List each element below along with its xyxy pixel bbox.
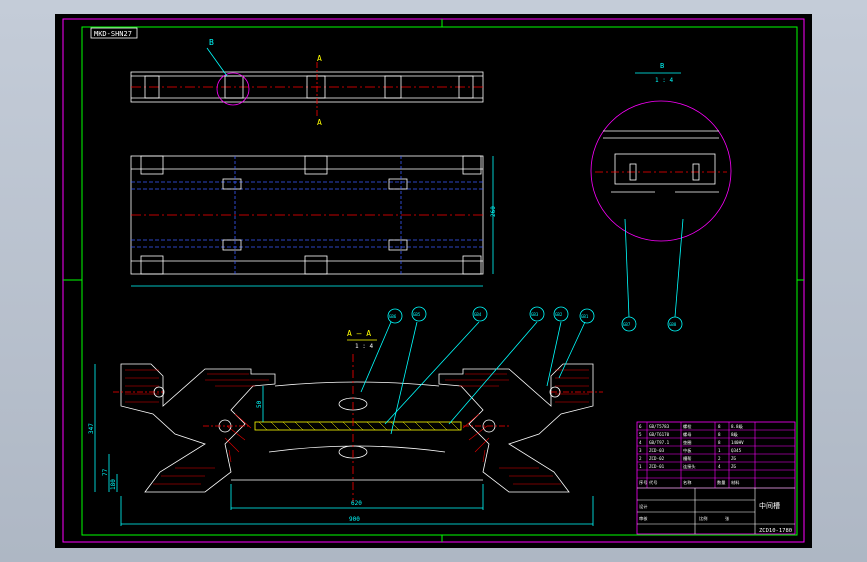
detail-b-label: B 1 : 4 [635, 62, 681, 84]
svg-text:8.8级: 8.8级 [731, 423, 744, 430]
svg-text:2: 2 [639, 456, 642, 461]
svg-text:GB1: GB1 [581, 314, 589, 319]
svg-text:1 : 4: 1 : 4 [355, 343, 373, 350]
balloon-3[interactable]: GB4 [472, 306, 488, 322]
svg-text:槽帮: 槽帮 [683, 455, 691, 462]
svg-text:4: 4 [718, 464, 721, 469]
balloon-4[interactable]: GB3 [529, 306, 545, 322]
balloon-7[interactable]: GB7 [621, 316, 637, 332]
section-a-marker-top: A [317, 54, 322, 63]
svg-text:张: 张 [725, 515, 730, 522]
balloon-6[interactable]: GB1 [579, 308, 595, 324]
zone-ticks [63, 19, 804, 542]
svg-text:垫圈: 垫圈 [683, 439, 691, 446]
svg-text:GB6: GB6 [389, 314, 397, 319]
svg-text:ZCD-01: ZCD-01 [649, 464, 665, 469]
balloon-5[interactable]: GB2 [553, 306, 569, 322]
dim-main-width: 900 [349, 516, 360, 523]
sheet-inner-border [81, 26, 798, 536]
view-b-marker: B [209, 38, 214, 47]
svg-text:140HV: 140HV [731, 440, 744, 445]
view-b-leader [206, 47, 228, 77]
svg-text:8: 8 [718, 424, 721, 429]
svg-text:GB/T6170: GB/T6170 [649, 432, 670, 437]
detail-b-view [590, 100, 732, 242]
svg-text:设计: 设计 [639, 503, 647, 510]
svg-text:8级: 8级 [731, 431, 739, 438]
drawing-number: ZCD10-1780 [759, 528, 792, 534]
plan-view [130, 155, 494, 287]
svg-text:GB7: GB7 [623, 322, 631, 327]
title-stamp: MKD-SHN27 [90, 27, 138, 39]
svg-text:GB2: GB2 [555, 312, 563, 317]
svg-text:B: B [660, 62, 664, 70]
svg-text:GB/T5783: GB/T5783 [649, 424, 670, 429]
dim-depth-mid: 50 [256, 400, 263, 408]
svg-text:A — A: A — A [347, 329, 371, 338]
svg-text:ZCD-02: ZCD-02 [649, 456, 665, 461]
svg-text:中板: 中板 [683, 447, 692, 454]
svg-text:连接头: 连接头 [683, 463, 696, 470]
svg-text:8: 8 [718, 440, 721, 445]
detail-b-leaders [624, 218, 684, 318]
svg-text:ZG: ZG [731, 464, 737, 469]
svg-text:ZCD-03: ZCD-03 [649, 448, 665, 453]
svg-text:4: 4 [639, 440, 642, 445]
drawing-canvas[interactable]: MKD-SHN27 B A A [55, 14, 812, 548]
svg-text:GB5: GB5 [413, 312, 421, 317]
top-strip-view [130, 62, 484, 116]
title-stamp-text: MKD-SHN27 [94, 30, 132, 38]
balloon-2[interactable]: GB5 [411, 306, 427, 322]
svg-text:GB4: GB4 [474, 312, 482, 317]
dim-inner-width: 620 [351, 500, 362, 507]
cad-drawing[interactable]: MKD-SHN27 B A A [55, 14, 812, 548]
svg-text:比例: 比例 [699, 515, 707, 522]
svg-text:螺栓: 螺栓 [683, 423, 692, 430]
svg-text:5: 5 [639, 432, 642, 437]
svg-text:名称: 名称 [683, 479, 691, 486]
balloon-1[interactable]: GB6 [387, 308, 403, 324]
title-block: 6 GB/T5783 螺栓 8 8.8级 5 GB/T6170 螺母 8 8级 … [636, 421, 796, 535]
dim-plan-width: 260 [490, 206, 497, 217]
svg-text:螺母: 螺母 [683, 431, 691, 438]
svg-text:Q345: Q345 [731, 448, 742, 453]
part-name: 中间槽 [759, 501, 780, 510]
svg-text:8: 8 [718, 432, 721, 437]
dim-side-height: 180 [110, 479, 117, 490]
svg-text:代号: 代号 [649, 479, 657, 486]
section-a-marker-bottom: A [317, 118, 322, 127]
svg-text:GB3: GB3 [531, 312, 539, 317]
svg-text:序号: 序号 [639, 479, 647, 486]
svg-text:1 : 4: 1 : 4 [655, 77, 673, 84]
part-balloons: GB6 GB5 GB4 GB3 GB2 GB1 GB7 GB8 [360, 306, 683, 435]
svg-text:1: 1 [639, 464, 642, 469]
svg-text:材料: 材料 [731, 479, 740, 486]
svg-text:GB8: GB8 [669, 322, 677, 327]
svg-text:6: 6 [639, 424, 642, 429]
svg-text:GB/T97.1: GB/T97.1 [649, 440, 670, 445]
dim-small-left: 77 [102, 468, 109, 476]
svg-text:2: 2 [718, 456, 721, 461]
svg-text:审核: 审核 [639, 515, 648, 522]
svg-text:3: 3 [639, 448, 642, 453]
svg-text:数量: 数量 [717, 479, 725, 486]
svg-text:1: 1 [718, 448, 721, 453]
dim-height-left: 347 [88, 423, 95, 434]
svg-text:ZG: ZG [731, 456, 737, 461]
section-a-a-label: A — A 1 : 4 [347, 329, 377, 350]
section-a-a-view [94, 354, 603, 526]
balloon-8[interactable]: GB8 [667, 316, 683, 332]
